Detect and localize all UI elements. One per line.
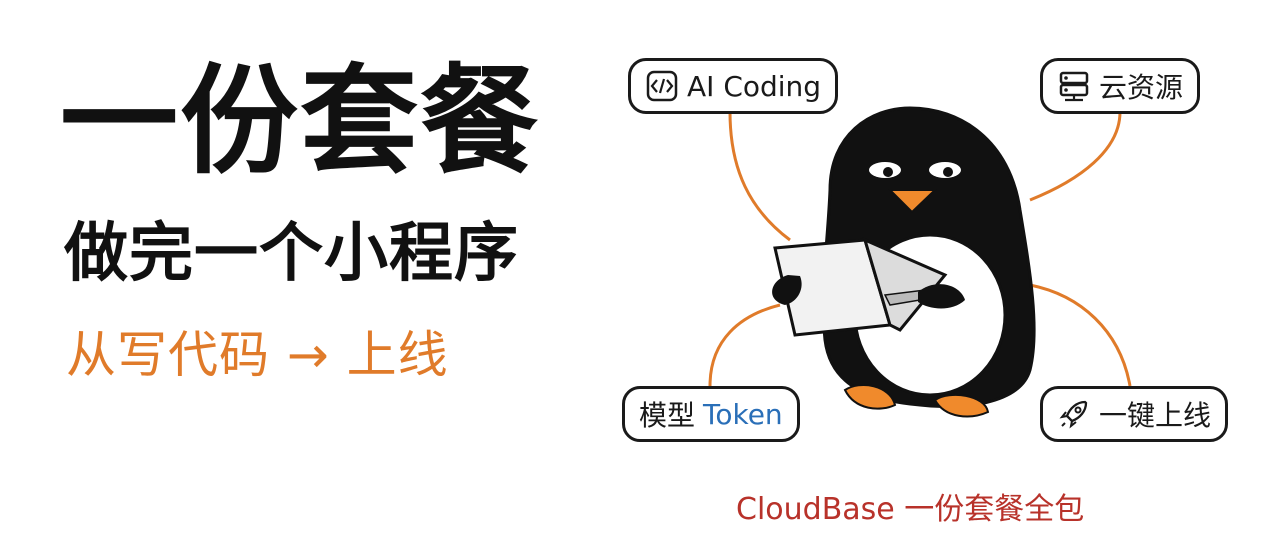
headline: 一份套餐 (60, 52, 541, 190)
penguin-illustration (708, 106, 1132, 418)
badge-ai-coding: AI Coding (628, 58, 839, 114)
badge-model-label: 模型 (639, 399, 696, 432)
code-icon (646, 70, 678, 102)
connector-line-ai (728, 111, 791, 242)
badge-cloud-label: 云资源 (1099, 71, 1184, 104)
laptop (773, 237, 948, 337)
badge-model-token: 模型 Token (622, 386, 800, 442)
connector-line-model (708, 303, 781, 387)
rocket-icon (1059, 400, 1088, 429)
badge-cloud: 云资源 (1040, 58, 1201, 114)
connector-line-cloud (1029, 111, 1122, 202)
connector-line-deploy (1029, 283, 1132, 387)
badge-deploy-label: 一键上线 (1099, 399, 1212, 432)
badge-deploy: 一键上线 (1040, 386, 1229, 442)
penguin-mascot (772, 106, 1036, 418)
server-icon (1059, 71, 1089, 102)
footer-caption: CloudBase 一份套餐全包 (736, 492, 1085, 527)
tagline: 从写代码 → 上线 (66, 326, 449, 384)
badge-token-label: Token (703, 397, 783, 431)
badge-ai-coding-label: AI Coding (687, 69, 822, 103)
subhead: 做完一个小程序 (64, 217, 519, 291)
